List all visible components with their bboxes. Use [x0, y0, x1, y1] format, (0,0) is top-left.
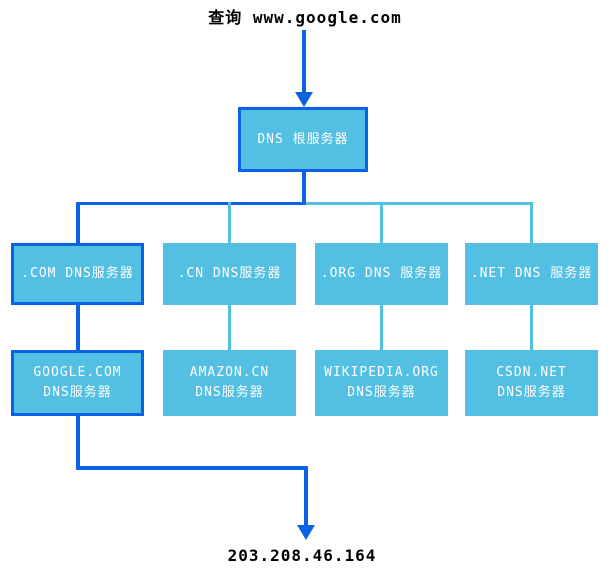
mid-connector-org	[380, 305, 383, 350]
auth-amazon-node: AMAZON.CN DNS服务器	[163, 350, 296, 416]
result-ip-label: 203.208.46.164	[227, 546, 377, 565]
root-stem-connector	[302, 171, 306, 204]
tld-com-node: .COM DNS服务器	[11, 243, 144, 305]
tld-cn-label: .CN DNS服务器	[177, 266, 282, 281]
drop-connector-org	[380, 202, 383, 243]
result-down-arrowhead-icon	[297, 525, 315, 540]
auth-csdn-line1: CSDN.NET	[496, 365, 567, 380]
auth-google-node: GOOGLE.COM DNS服务器	[11, 350, 144, 416]
auth-wikipedia-node: WIKIPEDIA.ORG DNS服务器	[315, 350, 448, 416]
auth-google-line1: GOOGLE.COM	[33, 365, 122, 380]
result-path-vertical-left	[76, 416, 80, 470]
auth-google-line2: DNS服务器	[43, 385, 112, 400]
result-path-horizontal	[76, 466, 308, 470]
auth-wikipedia-line1: WIKIPEDIA.ORG	[324, 365, 439, 380]
drop-connector-com	[76, 202, 80, 243]
auth-amazon-line1: AMAZON.CN	[189, 365, 270, 380]
mid-connector-com	[76, 305, 80, 350]
root-dns-node: DNS 根服务器	[238, 107, 368, 172]
auth-csdn-node: CSDN.NET DNS服务器	[465, 350, 598, 416]
tld-com-label: .COM DNS服务器	[21, 266, 134, 281]
query-down-arrowhead-icon	[295, 92, 313, 107]
query-label: 查询 www.google.com	[208, 8, 402, 27]
tld-cn-node: .CN DNS服务器	[163, 243, 296, 305]
tld-org-label: .ORG DNS 服务器	[320, 266, 443, 281]
drop-connector-cn	[228, 202, 231, 243]
query-arrow-stem	[302, 30, 306, 93]
root-dns-label: DNS 根服务器	[257, 131, 349, 147]
auth-wikipedia-line2: DNS服务器	[347, 385, 416, 400]
auth-csdn-line2: DNS服务器	[497, 385, 566, 400]
result-path-vertical-right	[304, 466, 308, 526]
tld-net-label: .NET DNS 服务器	[470, 266, 593, 281]
auth-amazon-line2: DNS服务器	[195, 385, 264, 400]
tld-net-node: .NET DNS 服务器	[465, 243, 598, 305]
drop-connector-net	[530, 202, 533, 243]
branch-line-highlight	[76, 202, 306, 205]
mid-connector-cn	[228, 305, 231, 350]
tld-org-node: .ORG DNS 服务器	[315, 243, 448, 305]
mid-connector-net	[530, 305, 533, 350]
branch-line	[306, 202, 533, 205]
